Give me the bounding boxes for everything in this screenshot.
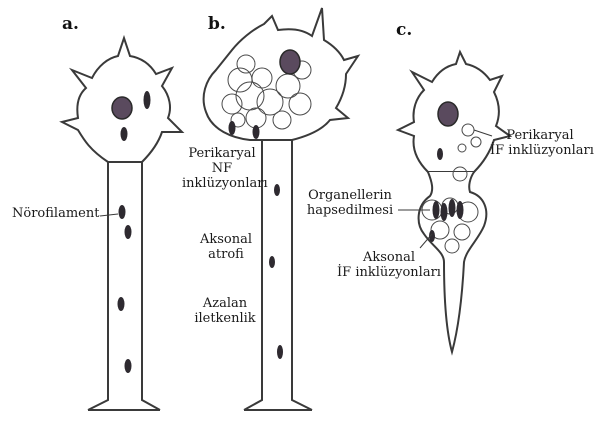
label-c-axonal-line2: İF inklüzyonları — [334, 265, 444, 280]
neuron-b-axon-right — [292, 140, 312, 410]
label-c-perikaryal-line1: Perikaryal — [490, 128, 590, 143]
label-c-axonal-line1: Aksonal — [334, 250, 444, 265]
label-c-trap-line2: hapsedilmesi — [300, 203, 400, 218]
label-c-trap-line1: Organellerin — [300, 188, 400, 203]
label-b-conduction-line1: Azalan — [190, 296, 260, 311]
neuron-a-axon-right — [142, 162, 160, 410]
label-neurofilament: Nörofilament — [12, 206, 99, 221]
label-c-organelle-trap: Organellerin hapsedilmesi — [300, 188, 400, 218]
label-b-atrophy-line1: Aksonal — [194, 232, 258, 247]
label-b-conduction: Azalan iletkenlik — [190, 296, 260, 326]
neuron-b-nucleus — [280, 50, 300, 74]
neuron-c-nucleus — [438, 102, 458, 126]
neuron-a — [62, 38, 182, 410]
label-b-perikaryal-line3: inklüzyonları — [182, 176, 262, 191]
label-c-axonal-inclusions: Aksonal İF inklüzyonları — [334, 250, 444, 280]
panel-a-letter: a. — [62, 14, 79, 34]
neuron-b-soma — [204, 8, 358, 140]
label-b-atrophy-line2: atrofi — [194, 247, 258, 262]
label-b-perikaryal-line2: NF — [182, 161, 262, 176]
label-c-perikaryal-line2: İF inklüzyonları — [490, 143, 590, 158]
panel-b-letter: b. — [208, 14, 226, 34]
neuron-a-nucleus — [112, 97, 132, 119]
label-b-conduction-line2: iletkenlik — [190, 311, 260, 326]
label-b-perikaryal: Perikaryal NF inklüzyonları — [182, 146, 262, 191]
label-b-perikaryal-line1: Perikaryal — [182, 146, 262, 161]
label-c-perikaryal: Perikaryal İF inklüzyonları — [490, 128, 590, 158]
label-b-atrophy: Aksonal atrofi — [194, 232, 258, 262]
neuron-a-axon-left — [88, 162, 108, 410]
panel-c-letter: c. — [396, 20, 412, 40]
